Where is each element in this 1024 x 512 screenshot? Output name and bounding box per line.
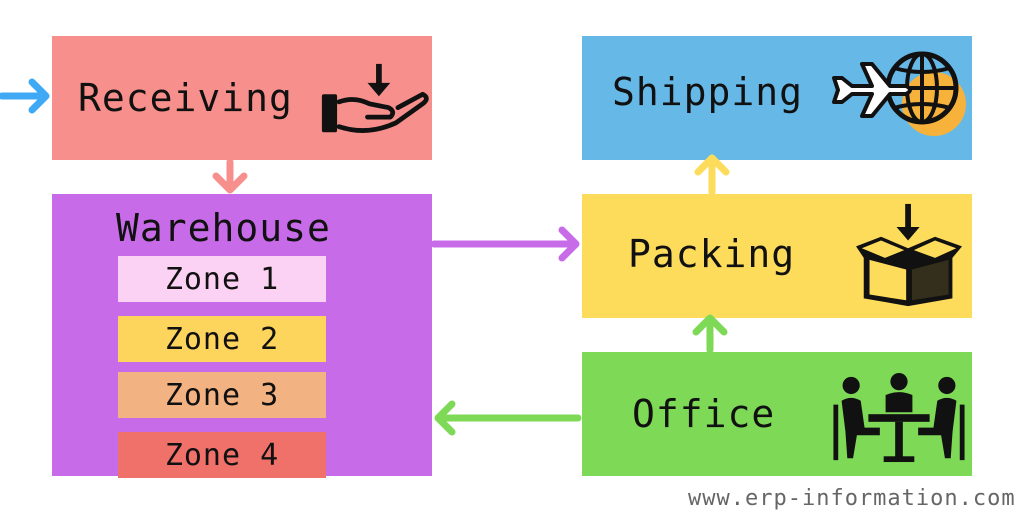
receiving-label: Receiving <box>78 76 293 120</box>
office-label: Office <box>632 392 776 436</box>
arrow-office-to-warehouse <box>434 400 582 436</box>
shipping-box: Shipping <box>582 36 972 160</box>
office-box: Office <box>582 352 972 476</box>
hand-receive-icon <box>321 63 429 133</box>
warehouse-label: Warehouse <box>116 206 331 250</box>
warehouse-box: Warehouse <box>52 194 432 476</box>
watermark-url: www.erp-information.com <box>688 486 1016 511</box>
shipping-label: Shipping <box>612 70 804 114</box>
arrow-into-receiving <box>0 78 50 114</box>
box-icon <box>856 203 963 307</box>
arrow-office-to-packing <box>692 314 728 354</box>
zone-3: Zone 3 <box>118 372 326 418</box>
arrow-receiving-to-warehouse <box>212 158 248 194</box>
zone-2: Zone 2 <box>118 316 326 362</box>
receiving-box: Receiving <box>52 36 432 160</box>
zone-4: Zone 4 <box>118 432 326 478</box>
packing-label: Packing <box>628 232 796 276</box>
arrow-packing-to-shipping <box>694 154 730 196</box>
arrow-warehouse-to-packing <box>430 226 580 262</box>
plane-globe-icon <box>832 51 966 136</box>
meeting-icon <box>833 373 965 463</box>
packing-box: Packing <box>582 194 972 318</box>
zone-1: Zone 1 <box>118 256 326 302</box>
